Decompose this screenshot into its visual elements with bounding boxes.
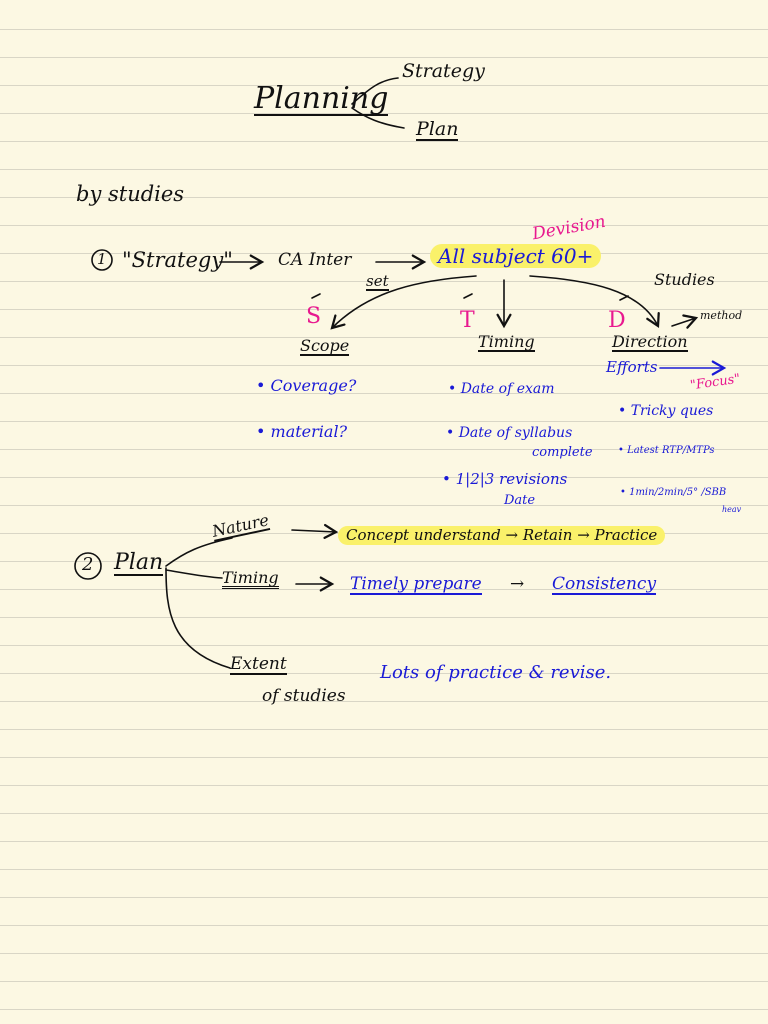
arrow-to-method <box>671 314 699 329</box>
nature-text: Concept understand → Retain → Practice <box>338 526 666 545</box>
tick-d <box>619 295 629 301</box>
letter-d: D <box>608 308 626 333</box>
scope-item: • Coverage? <box>256 376 357 395</box>
direction-item: • Tricky ques <box>618 403 714 419</box>
s2-number: 2 <box>82 554 94 575</box>
timing-arrow: → <box>510 574 525 594</box>
branch-plan-label: Plan <box>416 118 459 141</box>
letter-t: T <box>460 308 475 333</box>
scope-item: • material? <box>256 422 348 441</box>
extent-label-2: of studies <box>262 686 346 706</box>
tick-t <box>463 293 473 299</box>
s1-number: 1 <box>97 250 107 268</box>
circle-2 <box>74 552 102 580</box>
arc-to-direction <box>529 275 660 329</box>
branch-strategy-label: Strategy <box>402 60 485 82</box>
heading-direction: Direction <box>612 332 688 352</box>
s2-label: Plan <box>114 550 164 576</box>
extent-label: Extent <box>230 654 287 675</box>
timing-text-1: Timely prepare <box>350 574 482 595</box>
s1-set-label: set <box>366 272 389 291</box>
page-title: Planning <box>254 81 389 116</box>
branch-to-plan <box>351 107 405 129</box>
circle-1 <box>91 249 113 271</box>
letter-s: S <box>306 304 322 329</box>
timing-item: Date <box>504 493 536 508</box>
timing-text-2: Consistency <box>552 574 657 595</box>
timing-item: • 1|2|3 revisions <box>442 470 568 488</box>
s1-exam: CA Inter <box>278 250 352 270</box>
s1-target: All subject 60+ <box>430 244 602 268</box>
timing-item: complete <box>532 445 593 460</box>
plan-branch-timing <box>165 569 223 579</box>
direction-item: heav <box>722 505 742 514</box>
extent-text: Lots of practice & revise. <box>380 662 612 683</box>
arc-to-scope <box>330 275 477 330</box>
section-label: by studies <box>76 182 185 206</box>
arrow-nature <box>291 523 339 540</box>
direction-item: • 1min/2min/5° /SBB <box>620 487 727 498</box>
timing-item: • Date of exam <box>448 381 555 397</box>
plan-branch-nature <box>165 537 233 567</box>
heading-scope: Scope <box>300 336 350 356</box>
timing-item: • Date of syllabus <box>446 425 573 441</box>
s1-method-note: method <box>700 309 743 322</box>
heading-timing: Timing <box>478 332 535 352</box>
s1-studies-note: Studies <box>654 270 715 289</box>
timing-label: Timing <box>222 568 279 589</box>
direction-efforts: Efforts <box>606 358 658 376</box>
plan-branch-extent <box>165 567 231 669</box>
direction-item: • Latest RTP/MTPs <box>618 445 715 456</box>
branch-to-strategy <box>351 77 399 105</box>
s1-label: "Strategy" <box>122 248 233 272</box>
tick-s <box>311 293 321 299</box>
